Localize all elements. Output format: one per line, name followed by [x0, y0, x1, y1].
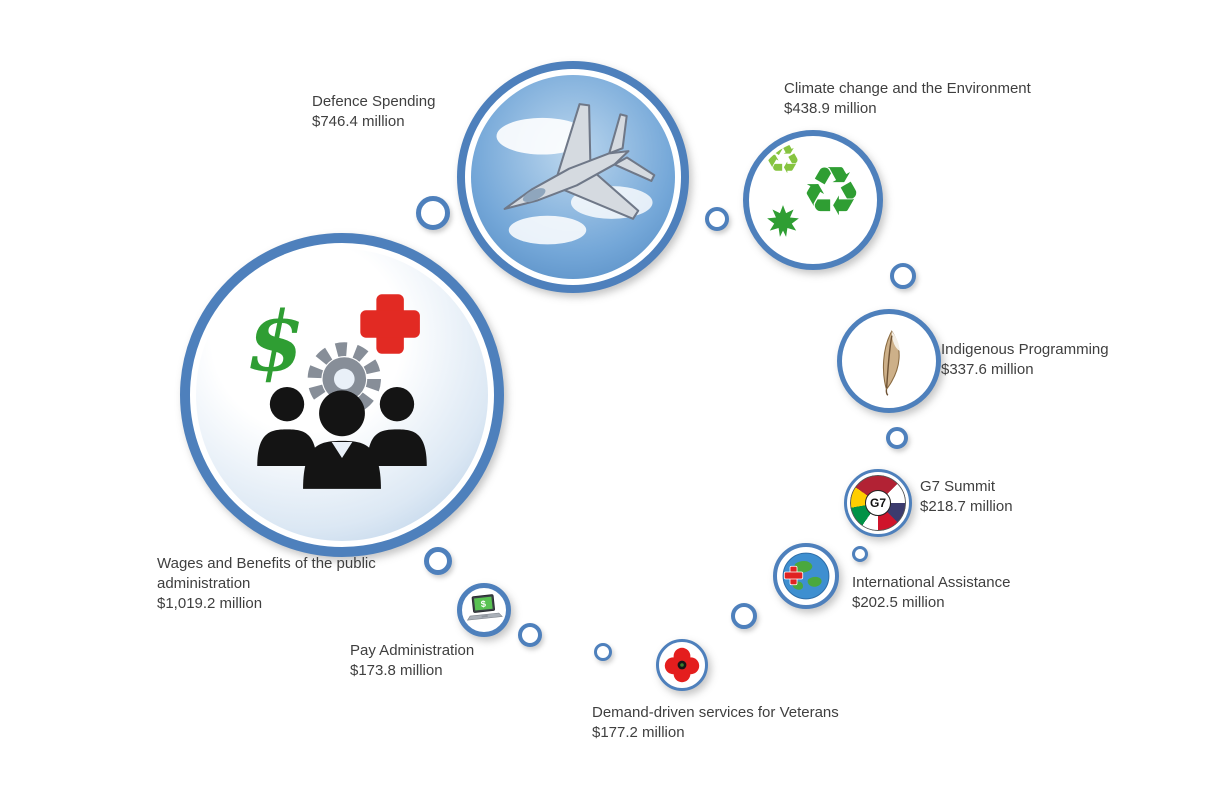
pay-value-text: $173.8 million	[350, 662, 443, 679]
climate-value-text: $438.9 million	[784, 100, 877, 117]
bubble-climate-environment: ♻ ♻	[743, 130, 883, 270]
label-indigenous-programming: Indigenous Programming $337.6 million	[941, 340, 1161, 380]
fighter-jet-icon	[471, 75, 675, 279]
label-international-assistance: International Assistance $202.5 million	[852, 573, 1052, 613]
bubble-pay-administration: $	[457, 583, 511, 637]
label-g7-summit: G7 Summit $218.7 million	[920, 477, 1080, 517]
indigenous-value-text: $337.6 million	[941, 361, 1034, 378]
bubble-indigenous-programming	[837, 309, 941, 413]
indigenous-label-text: Indigenous Programming	[941, 341, 1109, 358]
connector-circle-9	[424, 547, 452, 575]
bubble-wages-benefits: $	[180, 233, 504, 557]
wages-label-text: Wages and Benefits of the public adminis…	[157, 555, 376, 592]
defence-value-text: $746.4 million	[312, 113, 405, 130]
g7-flags-icon: G7	[850, 475, 906, 531]
bubble-international-assistance	[773, 543, 839, 609]
connector-circle-6	[731, 603, 757, 629]
connector-circle-1	[416, 196, 450, 230]
laptop-dollar-text: $	[480, 599, 486, 609]
veterans-value-text: $177.2 million	[592, 724, 685, 741]
people-dollar-gear-cross-icon: $	[196, 249, 488, 541]
wages-value-text: $1,019.2 million	[157, 595, 263, 612]
label-climate-environment: Climate change and the Environment $438.…	[784, 79, 1084, 119]
dollar-sign-icon: $	[247, 294, 304, 390]
poppy-icon	[661, 644, 703, 686]
bubble-defence-spending	[457, 61, 689, 293]
recycle-leaf-icon: ♻ ♻	[753, 140, 873, 260]
connector-circle-7	[594, 643, 612, 661]
connector-circle-3	[890, 263, 916, 289]
people-silhouettes-icon	[257, 386, 427, 489]
connector-circle-8	[518, 623, 542, 647]
connector-circle-4	[886, 427, 908, 449]
g7-label-text: G7 Summit	[920, 478, 996, 495]
laptop-dollar-icon: $	[464, 590, 504, 630]
label-veterans-services: Demand-driven services for Veterans $177…	[592, 703, 892, 743]
defence-label-text: Defence Spending	[312, 93, 436, 110]
recycle-big-icon: ♻	[801, 154, 862, 230]
connector-circle-2	[705, 207, 729, 231]
climate-label-text: Climate change and the Environment	[784, 80, 1031, 97]
red-cross-icon	[360, 294, 420, 354]
pay-label-text: Pay Administration	[350, 642, 475, 659]
label-wages-benefits: Wages and Benefits of the public adminis…	[157, 554, 415, 614]
connector-circle-5	[852, 546, 868, 562]
maple-leaf-icon	[767, 205, 799, 237]
veterans-label-text: Demand-driven services for Veterans	[592, 704, 839, 721]
intl-value-text: $202.5 million	[852, 594, 945, 611]
label-defence-spending: Defence Spending $746.4 million	[312, 92, 462, 132]
bubble-veterans-services	[656, 639, 708, 691]
recycle-small-icon: ♻	[765, 140, 801, 182]
bubble-g7-summit: G7	[844, 469, 912, 537]
g7-value-text: $218.7 million	[920, 498, 1013, 515]
feather-icon	[846, 318, 932, 404]
intl-label-text: International Assistance	[852, 574, 1011, 591]
g7-badge: G7	[865, 490, 891, 516]
label-pay-administration: Pay Administration $173.8 million	[350, 641, 520, 681]
globe-red-cross-icon	[780, 550, 832, 602]
